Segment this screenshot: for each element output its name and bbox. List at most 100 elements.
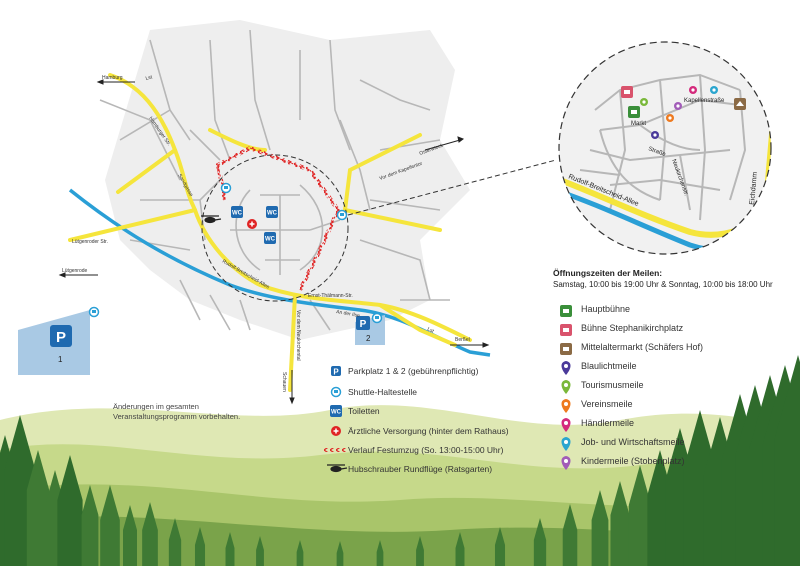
inset-label: Kapellenstraße [684,98,725,104]
legend-helicopter-label: Hubschrauber Rundflüge (Ratsgarten) [348,464,493,474]
tree-shape [100,485,120,520]
pin-icon [561,437,571,451]
tree-base [81,515,99,566]
tree-base [225,548,235,566]
tree-shape [610,481,630,515]
mile-label: Händlermeile [581,418,635,428]
inset-pin [628,106,640,118]
svg-text:WC: WC [267,211,278,217]
road-label: Vor dem Neukirchental [295,310,301,361]
road-label: Lütgenroder Str. [72,239,108,245]
pin-icon [666,114,674,122]
shuttle-icon [336,209,348,221]
mile-icons [560,305,572,470]
disclaimer-note: Änderungen im gesamten Veranstaltungspro… [113,402,240,422]
road-label: An der Ilse [336,309,361,319]
tree-base [142,530,158,566]
tree-shape [256,536,264,550]
tree-base [562,530,578,566]
mile-label: Mittelaltermarkt (Schäfers Hof) [581,342,704,352]
tree-base [256,550,264,566]
shuttle-icon [371,312,383,324]
main-stage-icon [560,305,572,317]
wc-icon: WC [231,206,243,218]
tree-shape [336,541,344,553]
mile-label: Tourismusmeile [581,380,644,390]
opening-hours-text: Samstag, 10:00 bis 19:00 Uhr & Sonntag, … [553,280,773,289]
tree-shape [628,465,652,505]
direction-arrows [58,79,490,405]
legend-medical-label: Ärztliche Versorgung (hinter dem Rathaus… [348,426,509,436]
opening-hours: Öffnungszeiten der Meilen: Samstag, 10:0… [553,268,773,289]
tree-shape [142,502,158,530]
parking-number: 1 [58,355,63,364]
inset-label: Markt [631,121,646,127]
parking-number: 2 [366,334,371,343]
tree-shape [57,455,83,500]
tree-shape [533,518,547,540]
tree-shape [591,490,609,520]
tree-base [774,440,800,566]
tree-shape [416,536,424,550]
legend-icons: P WC [324,366,348,473]
wc-icon: WC [264,232,276,244]
pin-icon [561,361,571,375]
tree-shape [455,532,465,548]
pin-icon [561,456,571,470]
svg-text:P: P [333,368,339,377]
pin-icon [689,86,697,94]
inset-pin [734,98,746,110]
legend-parade-label: Verlauf Festumzug (So. 13:00-15:00 Uhr) [348,445,504,455]
mile-label: Vereinsmeile [581,399,633,409]
parking-area-1[interactable]: P 1 [18,310,90,375]
tree-shape [194,527,206,545]
road-label: Lst [145,74,154,82]
tree-shape [683,410,717,470]
tree-base [628,505,652,566]
road-label: Lst [426,326,435,335]
tree-base [194,545,206,566]
mile-label: Kindermeile (Stobenplatz) [581,456,685,466]
legend-wc-label: Toiletten [348,406,380,416]
inset-map: Markt Kapellenstraße Straße Rudolf-Breit… [558,41,772,255]
main-roads [68,73,472,392]
tree-base [416,550,424,566]
medical-icon [331,426,341,436]
pin-icon [561,380,571,394]
tree-base [26,490,50,566]
town-area [105,20,470,340]
tree-shape [225,532,235,548]
tree-base [591,520,609,566]
inset-pin [621,86,633,98]
mile-label: Hauptbühne [581,304,631,314]
legend-parking-label: Parkplatz 1 & 2 (gebührenpflichtig) [348,366,479,376]
pin-icon [710,86,718,94]
tree-base [57,500,83,566]
tree-base [123,530,137,566]
tree-base [376,552,384,566]
parking-letter: P [360,319,367,330]
pin-icon [640,98,648,106]
parking-icon: P [331,366,341,377]
tree-silhouettes [0,355,800,566]
mile-label: Blaulichtmeile [581,361,637,371]
tree-shape [376,540,384,552]
tree-shape [81,485,99,515]
tree-shape [296,540,304,552]
inset-connector [347,159,557,216]
helicopter-icon [201,215,222,224]
road-label: Hamburg [102,75,123,81]
tree-shape [168,518,182,540]
medical-icon [247,219,257,229]
tree-base [168,540,182,566]
parking-letter: P [56,329,66,346]
tree-shape [562,504,578,530]
disclaimer-line: Veranstaltungsprogramm vorbehalten. [113,412,241,421]
pin-icon [651,131,659,139]
map-markers: WC WC WC [88,182,383,324]
wc-icon: WC [266,206,278,218]
svg-text:WC: WC [331,410,342,416]
pin-icon [561,418,571,432]
svg-text:WC: WC [232,211,243,217]
tree-base [533,540,547,566]
